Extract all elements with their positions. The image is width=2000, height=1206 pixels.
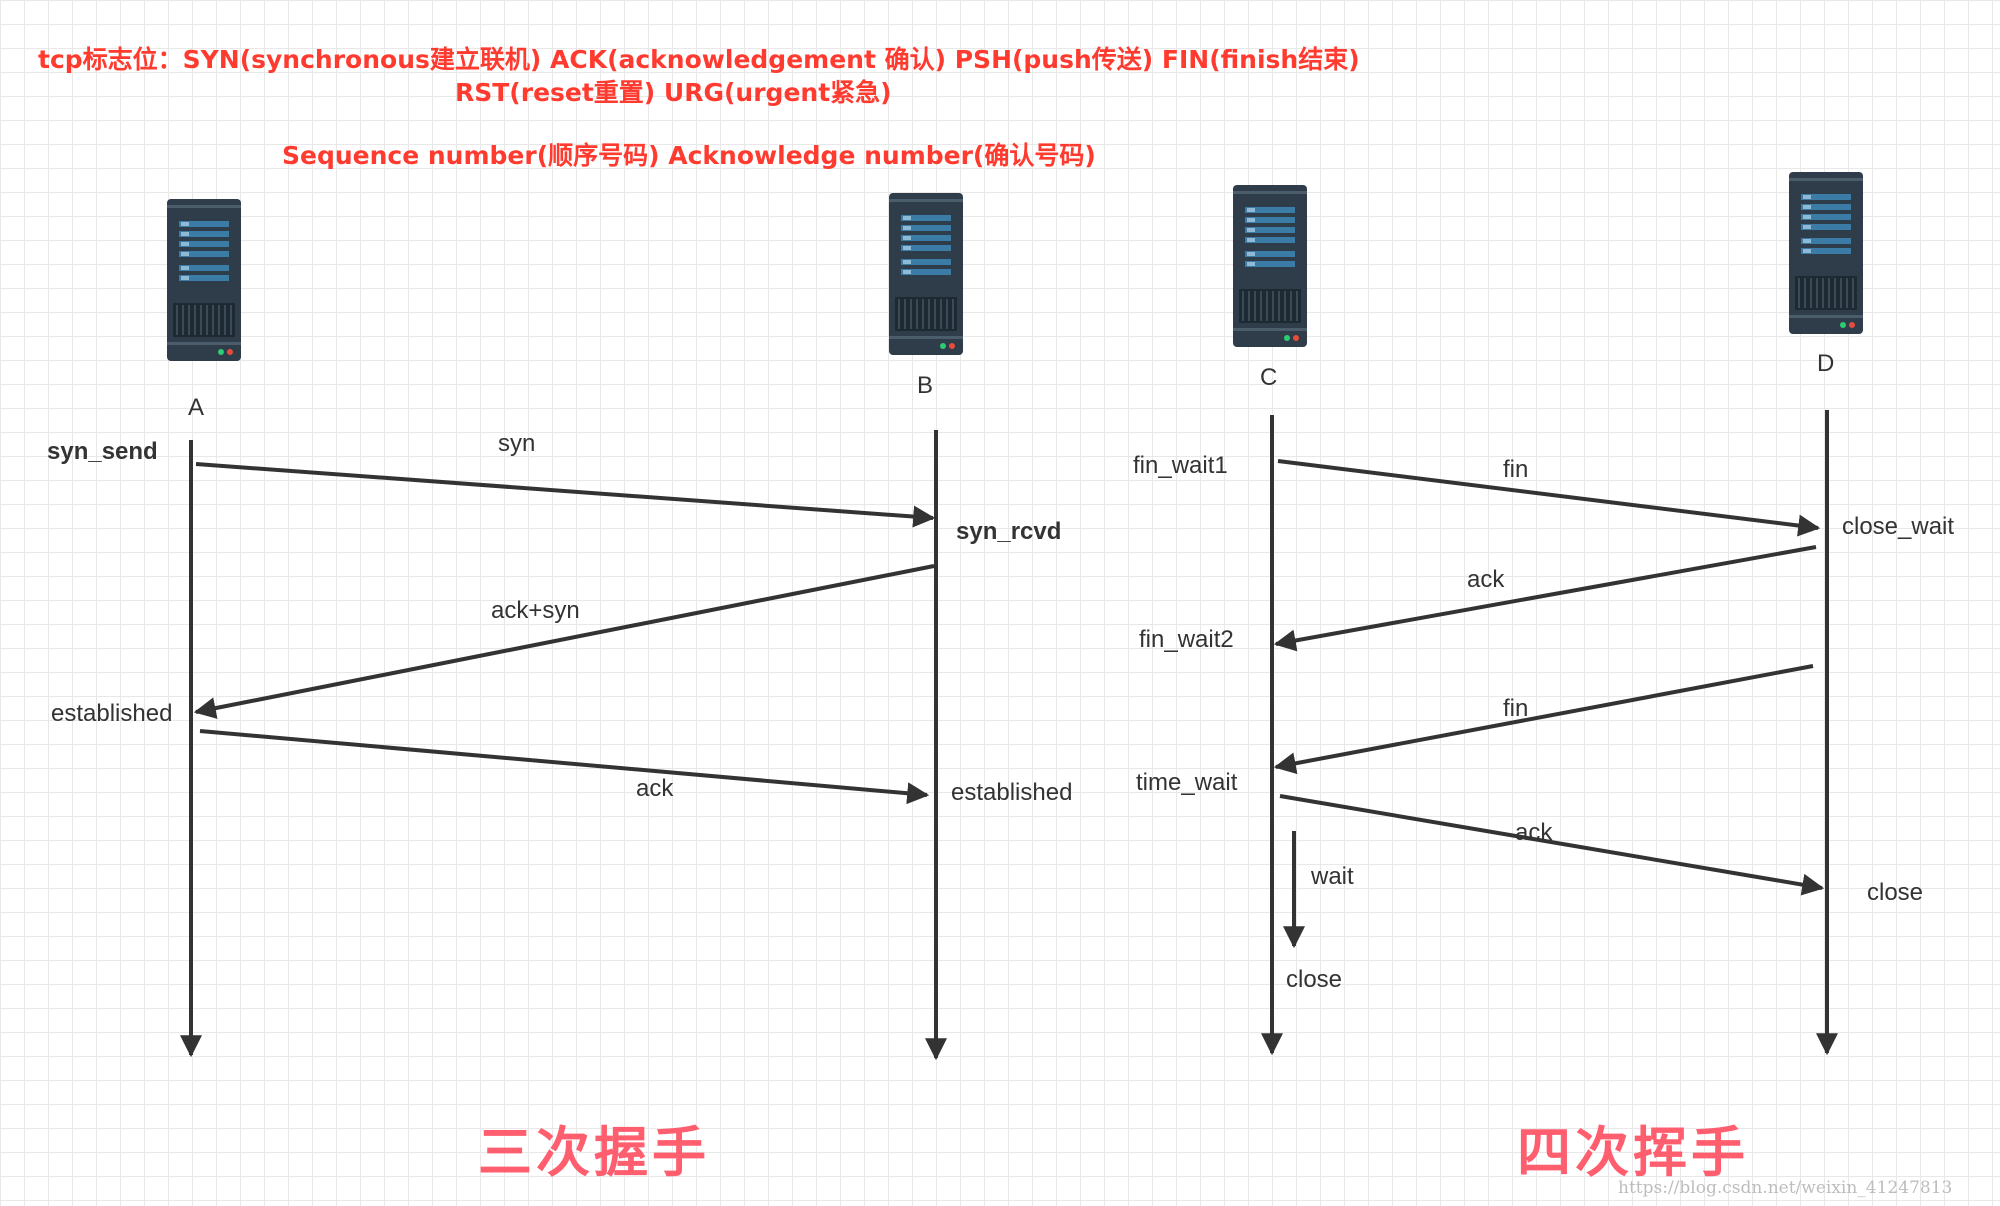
state-close-wait: close_wait <box>1842 513 1955 540</box>
msg-syn-label: syn <box>498 430 536 457</box>
arrow-ack <box>199 729 930 805</box>
state-syn-rcvd: syn_rcvd <box>956 518 1062 545</box>
server-icon-a <box>167 199 241 361</box>
arrow-fin-1 <box>1277 459 1821 537</box>
arrow-ack-2 <box>1279 794 1825 896</box>
legend-line-2: RST(reset重置) URG(urgent紧急) <box>455 78 892 107</box>
state-close-c: close <box>1286 966 1343 993</box>
msg-ack-1-label: ack <box>1467 566 1505 593</box>
arrow-syn <box>195 462 936 528</box>
msg-fin-1-label: fin <box>1503 456 1529 483</box>
wave-title: 四次挥手 <box>1517 1121 1749 1184</box>
state-established-a: established <box>51 700 173 727</box>
server-icon-d <box>1789 172 1863 334</box>
state-syn-send: syn_send <box>47 438 158 465</box>
watermark: https://blog.csdn.net/weixin_41247813 <box>1618 1178 1953 1198</box>
node-label-d: D <box>1817 350 1835 377</box>
state-time-wait: time_wait <box>1136 769 1238 796</box>
legend-line-3: Sequence number(顺序号码) Acknowledge number… <box>282 141 1096 170</box>
arrow-fin-2 <box>1273 664 1814 775</box>
state-close-d: close <box>1867 879 1924 906</box>
wait-label: wait <box>1311 863 1354 890</box>
node-label-b: B <box>917 372 934 399</box>
state-fin-wait1: fin_wait1 <box>1133 452 1228 479</box>
server-icon-c <box>1233 185 1307 347</box>
legend-line-1: tcp标志位：SYN(synchronous建立联机) ACK(acknowle… <box>38 45 1360 74</box>
handshake-title: 三次握手 <box>478 1121 710 1184</box>
state-established-b: established <box>951 779 1073 806</box>
msg-fin-2-label: fin <box>1503 695 1529 722</box>
msg-ack-2-label: ack <box>1515 819 1553 846</box>
msg-ack-label: ack <box>636 775 674 802</box>
arrow-ack-1 <box>1273 545 1817 652</box>
state-fin-wait2: fin_wait2 <box>1139 626 1234 653</box>
node-label-c: C <box>1260 364 1278 391</box>
node-label-a: A <box>188 394 205 421</box>
server-icon-b <box>889 193 963 355</box>
msg-ack-syn-label: ack+syn <box>491 597 580 624</box>
arrow-ack-syn <box>193 564 935 719</box>
